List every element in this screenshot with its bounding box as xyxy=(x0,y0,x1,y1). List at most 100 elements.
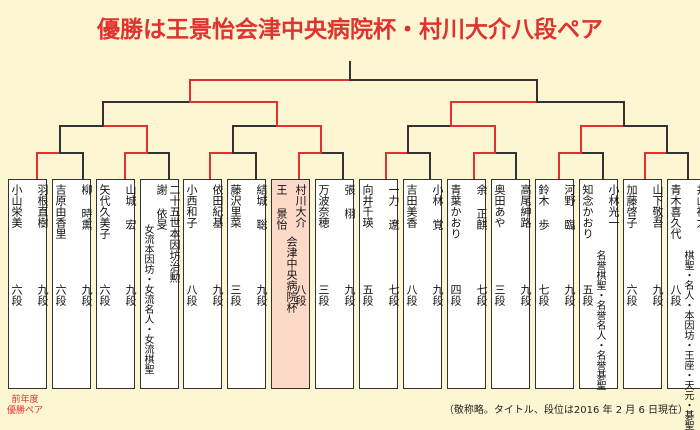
player-name: 奥田あや xyxy=(493,184,506,228)
pair-box: 依田紀基九段小西和子八段 xyxy=(183,179,224,389)
r1-line xyxy=(209,152,257,180)
player-name: 知念かおり xyxy=(581,184,594,239)
r3-win-line xyxy=(189,101,278,127)
previous-champion-label: 前年度 優勝ペア xyxy=(6,395,43,416)
player-rank: 会津中央病院杯 xyxy=(285,236,298,313)
player-rank: 七段 xyxy=(387,284,400,306)
player-rank: 八段 xyxy=(405,284,418,306)
player-rank: 六段 xyxy=(625,284,638,306)
pair-box: 余 正麒七段 青葉かおり四段 xyxy=(447,179,488,389)
pair-box: 小林光一名誉棋聖・名誉名人・名誉碁聖知念かおり五段 xyxy=(579,179,620,390)
player-name: 小山栄美 xyxy=(10,184,23,228)
player-rank: 五段 xyxy=(361,284,374,306)
r1-line xyxy=(644,152,689,180)
player-name: 一力 遼 xyxy=(387,184,400,230)
r1-win-line xyxy=(644,152,668,180)
player-name: 藤沢里菜 xyxy=(229,184,242,228)
r1-win-line xyxy=(473,152,496,180)
player-name: 青葉かおり xyxy=(449,184,462,239)
r3-win-line xyxy=(450,101,538,127)
pair-box: 山城 宏九段 矢代久美子六段 xyxy=(96,179,137,389)
player-name: 依田紀基 xyxy=(211,184,224,228)
player-rank: 七段 xyxy=(475,284,488,306)
pair-box: 井山裕太棋聖・名人・本因坊・王座・天元・碁聖青木喜久代八段 xyxy=(667,179,700,430)
player-title: 名誉棋聖・名誉名人・名誉碁聖 xyxy=(594,250,605,390)
player-name: 吉田美香 xyxy=(405,184,418,228)
player-name: 高尾紳路 xyxy=(519,184,532,228)
pair-box: 高尾紳路九段 奥田あや三段 xyxy=(491,179,532,389)
player-name: 羽根直樹 xyxy=(36,184,49,228)
player-name: 張 栩 xyxy=(343,184,356,219)
r1-line xyxy=(36,152,84,180)
r2-line xyxy=(59,125,148,154)
player-rank: 九段 xyxy=(563,284,576,306)
r2-win-line xyxy=(580,125,625,154)
r1-win-line xyxy=(124,152,148,180)
pair-box: 一力 遼七段 向井千瑛五段 xyxy=(359,179,400,389)
player-rank: 九段 xyxy=(343,284,356,306)
player-rank: 四段 xyxy=(449,284,462,306)
player-name: 柳 時熏 xyxy=(80,184,93,230)
player-name: 小林 覚 xyxy=(431,184,444,230)
r1-win-line xyxy=(36,152,61,180)
player-rank: 七段 xyxy=(537,284,550,306)
player-rank: 三段 xyxy=(229,284,242,306)
player-name: 吉原由香里 xyxy=(54,184,67,239)
player-rank: 九段 xyxy=(124,284,137,306)
pair-box: 河野 臨九段 鈴木 歩七段 xyxy=(535,179,576,389)
player-title: 女流本因坊・女流名人・女流棋聖 xyxy=(142,224,153,374)
r2-line xyxy=(232,125,322,154)
player-rank: 八段 xyxy=(294,284,307,306)
footnote: （敬称略。タイトル、段位は2016 年 2 月 6 日現在） xyxy=(443,405,688,416)
player-rank: 六段 xyxy=(54,284,67,306)
pair-box: 柳 時熏九段 吉原由香里六段 xyxy=(52,179,93,389)
player-rank: 三段 xyxy=(493,284,506,306)
r1-line xyxy=(124,152,170,180)
player-name: 山下敬吾 xyxy=(651,184,664,228)
player-name: 河野 臨 xyxy=(563,184,576,230)
player-rank: 五段 xyxy=(581,284,594,306)
r2-line xyxy=(407,125,496,154)
r1-line xyxy=(558,152,604,180)
player-rank: 九段 xyxy=(255,284,268,306)
player-name: 向井千瑛 xyxy=(361,184,374,228)
player-name: 小西和子 xyxy=(185,184,198,228)
player-rank: 八段 xyxy=(669,284,682,306)
player-name: 結城 聡 xyxy=(255,184,268,230)
r1-win-line xyxy=(209,152,234,180)
r3-line xyxy=(450,101,625,127)
r2-win-line xyxy=(450,125,496,154)
player-rank: 九段 xyxy=(211,284,224,306)
r1-win-line xyxy=(385,152,409,180)
player-rank: 九段 xyxy=(36,284,49,306)
player-name: 井山裕太 xyxy=(695,184,700,228)
r1-line xyxy=(298,152,344,180)
player-rank: 六段 xyxy=(98,284,111,306)
r3-line xyxy=(102,101,278,127)
pair-box: 山下敬吾九段 加藤啓子六段 xyxy=(623,179,664,389)
player-name: 矢代久美子 xyxy=(98,184,111,239)
player-name: 加藤啓子 xyxy=(625,184,638,228)
pair-box: 小林 覚九段 吉田美香八段 xyxy=(403,179,444,389)
player-name: 村川大介 xyxy=(294,184,307,228)
r1-line xyxy=(385,152,431,180)
player-name: 青木喜久代 xyxy=(669,184,682,239)
pair-box: 張 栩九段万波奈穂三段 xyxy=(315,179,356,389)
player-rank: 六段 xyxy=(10,284,23,306)
player-name: 謝 依旻 xyxy=(155,184,168,230)
player-rank: 九段 xyxy=(651,284,664,306)
player-name: 王 景怡 xyxy=(275,184,288,230)
pair-box: 結城 聡九段 藤沢里菜三段 xyxy=(227,179,268,389)
r2-win-line xyxy=(102,125,148,154)
player-rank: 九段 xyxy=(431,284,444,306)
player-name: 余 正麒 xyxy=(475,184,488,230)
player-name: 二十五世本因坊治勲 xyxy=(168,184,181,283)
player-name: 鈴木 歩 xyxy=(537,184,550,230)
champion-pair-box: 村川大介八段 王 景怡会津中央病院杯 xyxy=(271,179,310,389)
player-rank: 九段 xyxy=(519,284,532,306)
player-name: 小林光一 xyxy=(607,184,620,228)
player-name: 山城 宏 xyxy=(124,184,137,230)
player-rank: 九段 xyxy=(80,284,93,306)
r2-line xyxy=(580,125,668,154)
